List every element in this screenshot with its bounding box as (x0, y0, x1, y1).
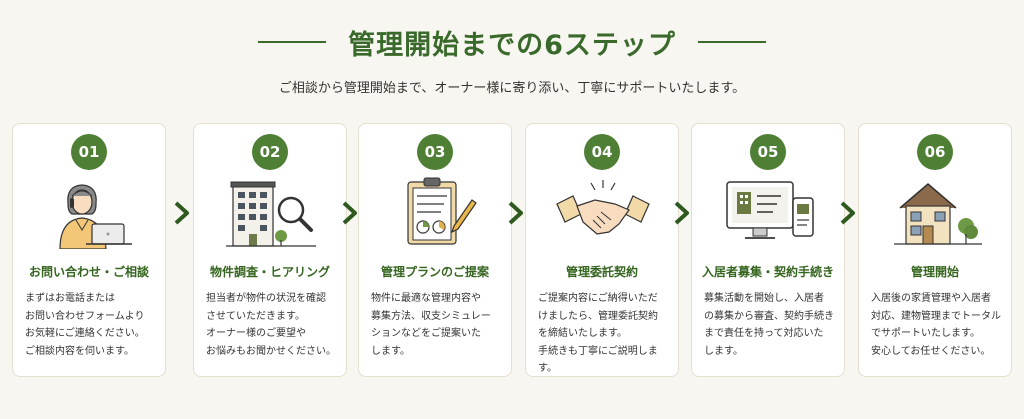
clipboard-plan-icon (407, 177, 477, 245)
building-magnifier-icon (226, 181, 316, 247)
monitor-smartphone-icon (726, 181, 814, 239)
step-description: ご提案内容にご納得いただ けましたら、管理委託契約 を締結いたします。 手続きも… (538, 293, 658, 374)
step-title: 管理委託契約 (565, 265, 638, 279)
page-title: 管理開始までの6ステップ (348, 29, 676, 61)
step-number-badge: 03 (417, 134, 453, 170)
step-number-badge: 04 (584, 134, 620, 170)
step-card-1: 01 お問い合わせ・ご相談 まずはお電話または お問い合わせフォームより お気軽… (12, 123, 166, 377)
step-description: 担当者が物件の状況を確認 させていただきます。 オーナー様のご要望や お悩みもお… (206, 293, 336, 357)
handshake-icon (556, 180, 650, 235)
step-description: 入居後の家賃管理や入居者 対応、建物管理までトータル でサポートいたします。 安… (871, 293, 1001, 357)
step-title: 入居者募集・契約手続き (701, 265, 834, 279)
step-card-5: 05 入居者募集・契約手続き 募集活動を開始し、入居者 の募集から審査、契約手続… (691, 123, 845, 377)
step-title: お問い合わせ・ご相談 (28, 265, 149, 279)
step-description: 募集活動を開始し、入居者 の募集から審査、契約手続き まで責任を持って対応いた … (704, 293, 834, 357)
step-card-6: 06 管理開始 入居後の家賃管理や入居者 対応、建物管理までトータル でサポート… (858, 123, 1012, 377)
step-number-badge: 05 (750, 134, 786, 170)
title-row: 管理開始までの6ステップ (0, 22, 1024, 62)
step-title: 管理プランのご提案 (380, 265, 489, 279)
step-card-3: 03 管理プランのご提案 物件に最適な管理内容や 募集方法、収支シミュレー ショ… (358, 123, 512, 377)
page-subtitle: ご相談から管理開始まで、オーナー様に寄り添い、丁寧にサポートいたします。 (278, 81, 746, 96)
house-icon (894, 183, 982, 245)
step-card-2: 02 物件調査・ヒアリング 担当者が物件の状況を確認 させていただきます。 オー… (193, 123, 347, 377)
step-description: まずはお電話または お問い合わせフォームより お気軽にご連絡ください。 ご相談内… (25, 293, 145, 357)
chevron-right-icon (508, 201, 523, 225)
step-number-badge: 02 (252, 134, 288, 170)
steps-row: 01 お問い合わせ・ご相談 まずはお電話または お問い合わせフォームより お気軽… (12, 123, 1012, 381)
step-card-4: 04 管理委託契約 ご提案内容にご納得いただ けましたら、管理委託契約 を締結い… (525, 123, 679, 377)
chevron-right-icon (840, 201, 855, 225)
chevron-right-icon (674, 201, 689, 225)
step-number-badge: 01 (71, 134, 107, 170)
title-line-left (258, 41, 327, 43)
title-line-right (697, 41, 766, 43)
chevron-right-icon (342, 201, 357, 225)
step-title: 物件調査・ヒアリング (209, 265, 330, 279)
person-phone-laptop-icon (59, 184, 132, 249)
step-number-badge: 06 (917, 134, 953, 170)
step-title: 管理開始 (910, 265, 959, 279)
chevron-right-icon (174, 201, 189, 225)
header: 管理開始までの6ステップ ご相談から管理開始まで、オーナー様に寄り添い、丁寧にサ… (0, 0, 1024, 110)
step-description: 物件に最適な管理内容や 募集方法、収支シミュレー ションなどをご提案いた します… (371, 293, 491, 357)
